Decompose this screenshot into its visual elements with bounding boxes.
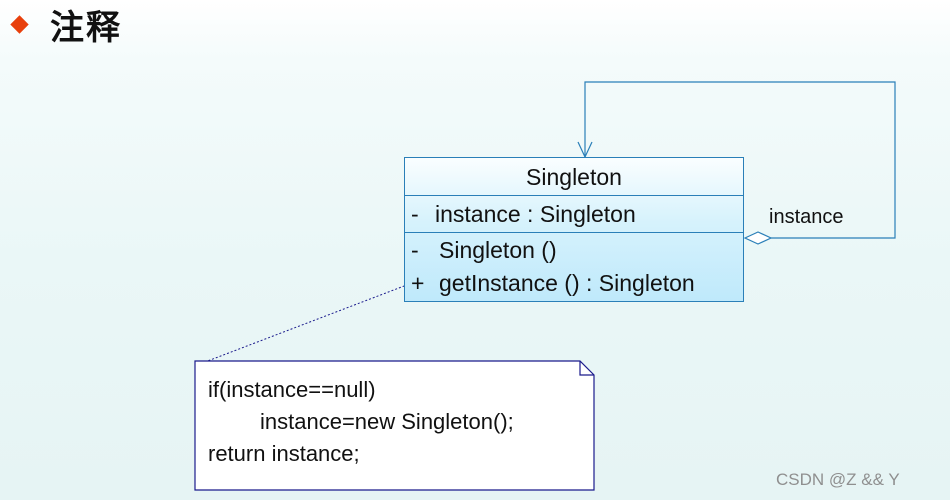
uml-class-name: Singleton [405,158,743,196]
uml-visibility-private: - [411,237,419,263]
uml-operation-text: getInstance () : Singleton [439,270,695,296]
uml-visibility-public: + [411,270,425,296]
aggregation-diamond-icon [743,231,773,245]
uml-attribute-row: - instance : Singleton [411,196,743,232]
uml-operation-text: Singleton () [439,237,557,263]
note-anchor-line [204,282,413,363]
association-label: instance [769,206,844,228]
note-line: instance=new Singleton(); [260,409,514,434]
note-fold-corner [579,361,594,376]
note-line: return instance; [208,441,360,466]
note-content: if(instance==null) instance=new Singleto… [208,374,514,470]
uml-operation-row: - Singleton () [411,233,743,266]
self-association-line [584,81,896,239]
uml-class-singleton[interactable]: Singleton - instance : Singleton - Singl… [404,157,744,302]
uml-attributes-compartment: - instance : Singleton [405,196,743,233]
uml-visibility-private: - [411,201,419,227]
uml-operations-compartment: - Singleton () + getInstance () : Single… [405,233,743,299]
uml-attribute-text: instance : Singleton [435,201,636,227]
watermark: CSDN @Z && Y [776,470,900,489]
uml-operation-row: + getInstance () : Singleton [411,266,743,299]
note-box [194,360,595,491]
note-line: if(instance==null) [208,377,376,402]
slide-title: 注释 [50,7,122,48]
slide-title-area: 注释 [10,2,122,48]
